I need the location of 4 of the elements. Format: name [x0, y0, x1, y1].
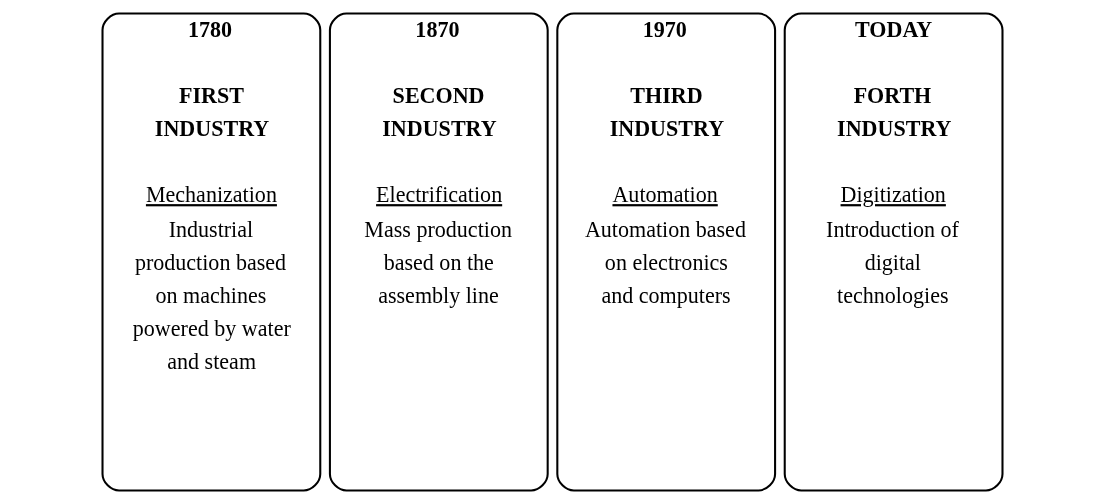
node-box: 1780 FIRST INDUSTRY Mechanization Industrial production based on machines powered by water and steam [100, 12, 321, 492]
node-box: 1970 THIRD INDUSTRY Automation Automation based on electronics and computers [555, 12, 776, 492]
node-box: 1870 SECOND INDUSTRY Electrification Mass production based on the assembly line [328, 12, 549, 492]
node-box: TODAY FORTH INDUSTRY Digitization Introduction of digital technologies [783, 12, 1004, 492]
